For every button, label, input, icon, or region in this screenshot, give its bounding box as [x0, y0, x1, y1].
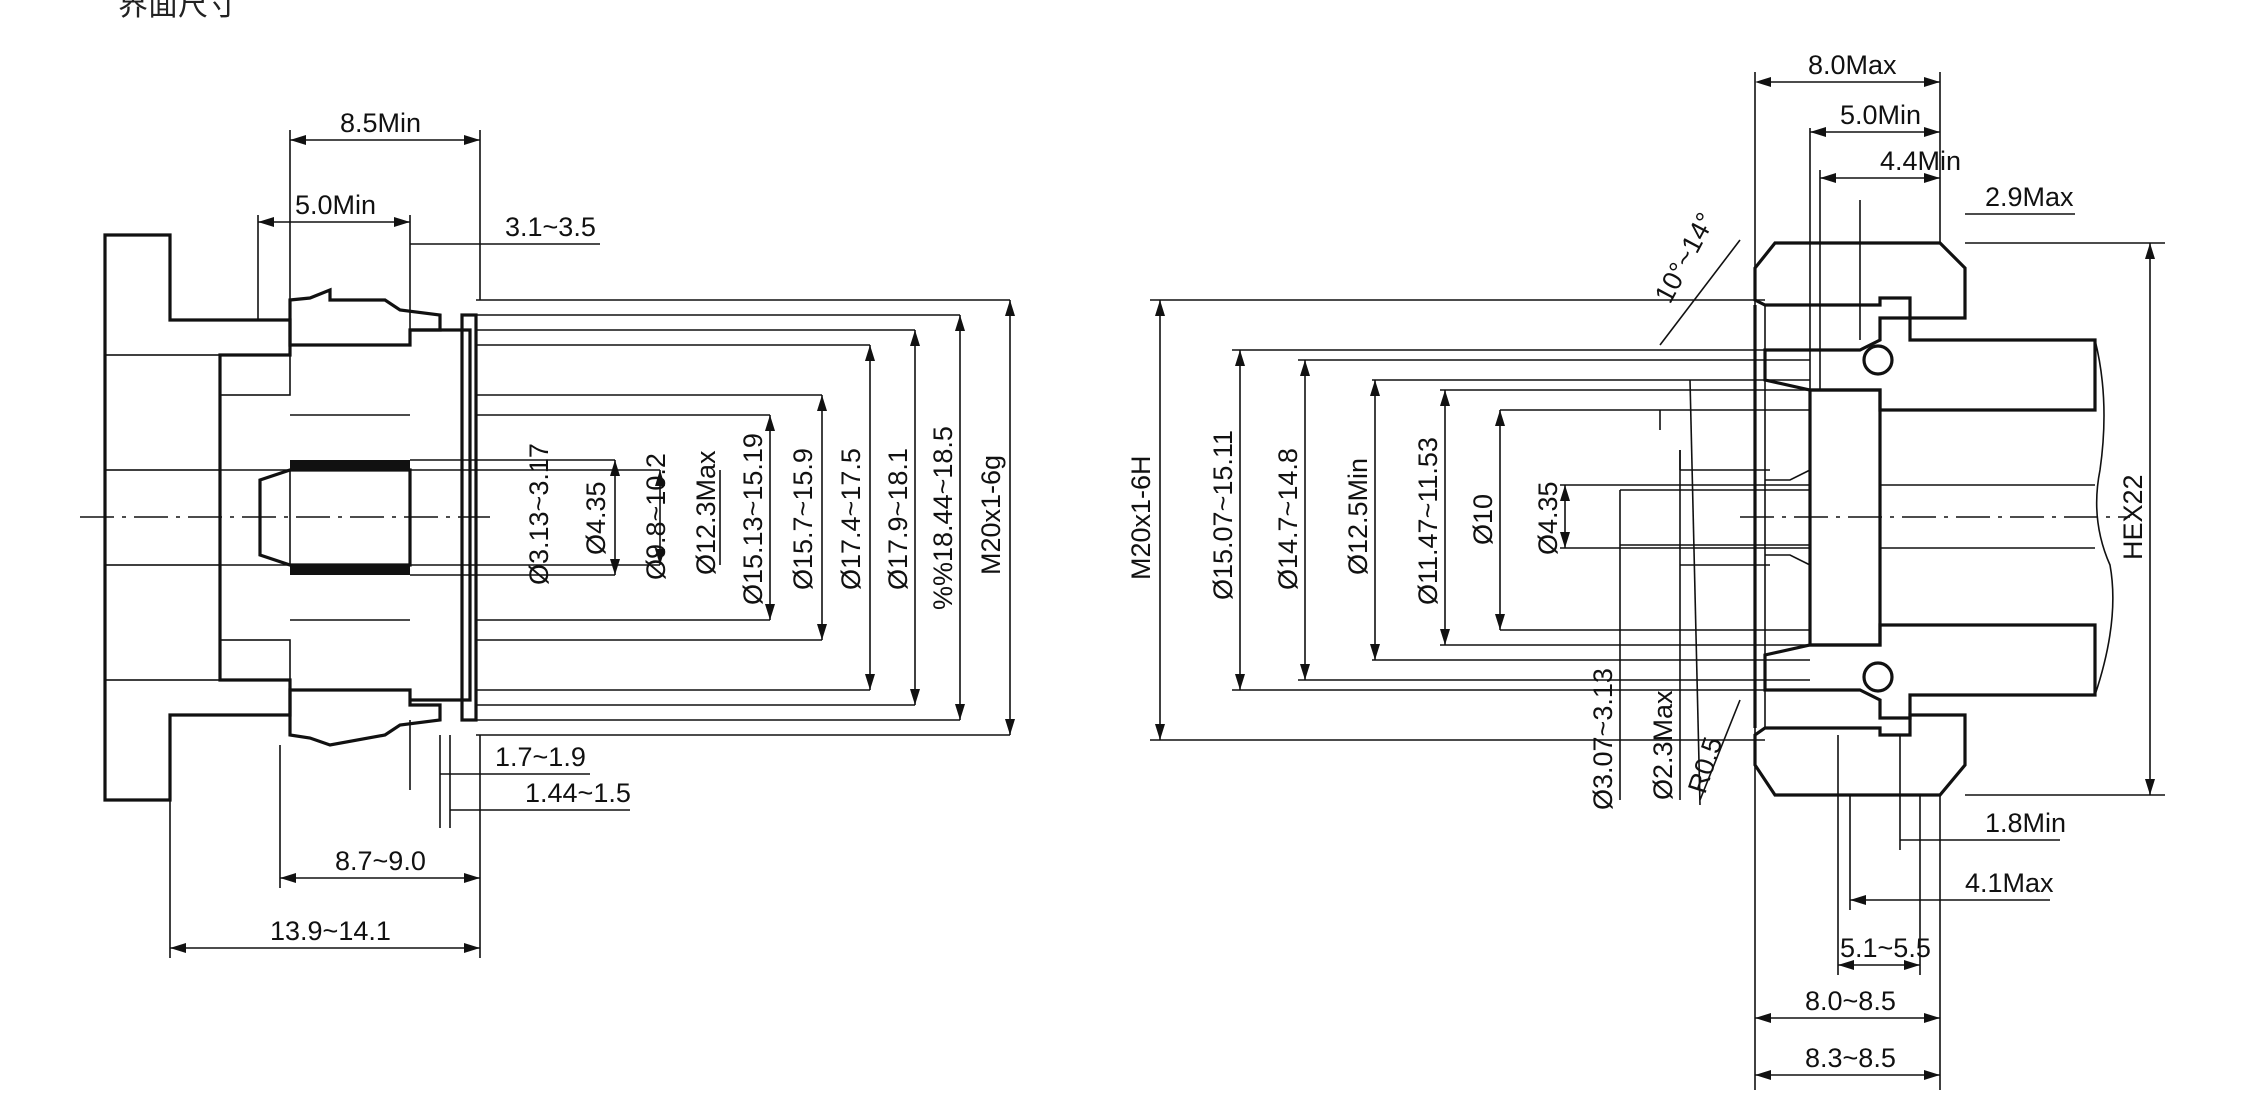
left-arrowheads: [170, 135, 1015, 953]
page-title: 界面尺寸: [118, 0, 238, 23]
dim-left-dia-15-7: Ø15.7~15.9: [788, 448, 818, 590]
dim-right-5-1-5-5: 5.1~5.5: [1840, 933, 1931, 963]
right-view: 8.0Max 5.0Min 4.4Min 2.9Max 1.8Min 4.1Ma…: [1126, 50, 2165, 1090]
dim-left-thread: M20x1-6g: [976, 455, 1006, 575]
right-extension-lines: [1150, 299, 1810, 741]
dim-right-dia-14-7: Ø14.7~14.8: [1273, 448, 1303, 590]
dim-left-dia-17-9: Ø17.9~18.1: [883, 448, 913, 590]
right-horizontal-dimension-lines: [1659, 72, 2075, 1090]
dim-left-dia-9-8: Ø9.8~10.2: [641, 453, 671, 580]
right-dimension-labels: 8.0Max 5.0Min 4.4Min 2.9Max 1.8Min 4.1Ma…: [1126, 50, 2148, 1073]
left-extension-lines: [410, 299, 1010, 736]
left-dimension-labels: 8.5Min 5.0Min 3.1~3.5 1.7~1.9 1.44~1.5 8…: [270, 108, 1006, 946]
right-arrowheads: [1155, 77, 2155, 1080]
dim-right-1-8min: 1.8Min: [1985, 808, 2066, 838]
dim-right-4-4min: 4.4Min: [1880, 146, 1961, 176]
left-horizontal-dimension-lines: [169, 130, 630, 958]
dim-right-angle: 10°~14°: [1649, 208, 1721, 308]
dim-left-5-0min: 5.0Min: [295, 190, 376, 220]
dim-right-dia-11-47: Ø11.47~11.53: [1413, 437, 1443, 605]
dim-right-dia-3-07: Ø3.07~3.13: [1588, 668, 1618, 810]
dim-left-8-7-9-0: 8.7~9.0: [335, 846, 426, 876]
dim-left-dia-18-44: %%18.44~18.5: [928, 426, 958, 610]
dim-left-dia-15-13: Ø15.13~15.19: [738, 433, 768, 605]
dim-right-4-1max: 4.1Max: [1965, 868, 2054, 898]
dim-right-thread: M20x1-6H: [1126, 455, 1156, 580]
dim-right-8-0max: 8.0Max: [1808, 50, 1897, 80]
right-vertical-dimension-lines: [1159, 242, 2165, 800]
dim-left-13-9-14-1: 13.9~14.1: [270, 916, 391, 946]
dim-right-2-9max: 2.9Max: [1985, 182, 2074, 212]
dim-left-dia-17-4: Ø17.4~17.5: [836, 448, 866, 590]
dim-left-dia-4-35: Ø4.35: [581, 481, 611, 555]
dim-right-8-3-8-5: 8.3~8.5: [1805, 1043, 1896, 1073]
dim-right-dia-15-07: Ø15.07~15.11: [1208, 430, 1238, 600]
dim-left-1-7-1-9: 1.7~1.9: [495, 742, 586, 772]
dim-right-5-0min: 5.0Min: [1840, 100, 1921, 130]
dim-right-dia-10: Ø10: [1468, 494, 1498, 545]
dim-left-1-44-1-5: 1.44~1.5: [525, 778, 631, 808]
right-body-section: [1753, 241, 2114, 797]
dim-left-dia-3-13: Ø3.13~3.17: [524, 443, 554, 585]
dim-right-dia-4-35: Ø4.35: [1533, 481, 1563, 555]
dim-right-8-0-8-5: 8.0~8.5: [1805, 986, 1896, 1016]
dim-left-3-1-3-5: 3.1~3.5: [505, 212, 596, 242]
dim-right-dia-2-3: Ø2.3Max: [1648, 690, 1678, 800]
dim-right-radius: R0.5: [1682, 733, 1728, 797]
dim-left-8-5min: 8.5Min: [340, 108, 421, 138]
dim-right-dia-12-5: Ø12.5Min: [1343, 458, 1373, 575]
dim-left-dia-12-3: Ø12.3Max: [691, 450, 721, 575]
dim-right-hex22: HEX22: [2118, 474, 2148, 560]
left-vertical-dimension-lines: [614, 300, 1011, 735]
left-view: 8.5Min 5.0Min 3.1~3.5 1.7~1.9 1.44~1.5 8…: [80, 108, 1015, 958]
